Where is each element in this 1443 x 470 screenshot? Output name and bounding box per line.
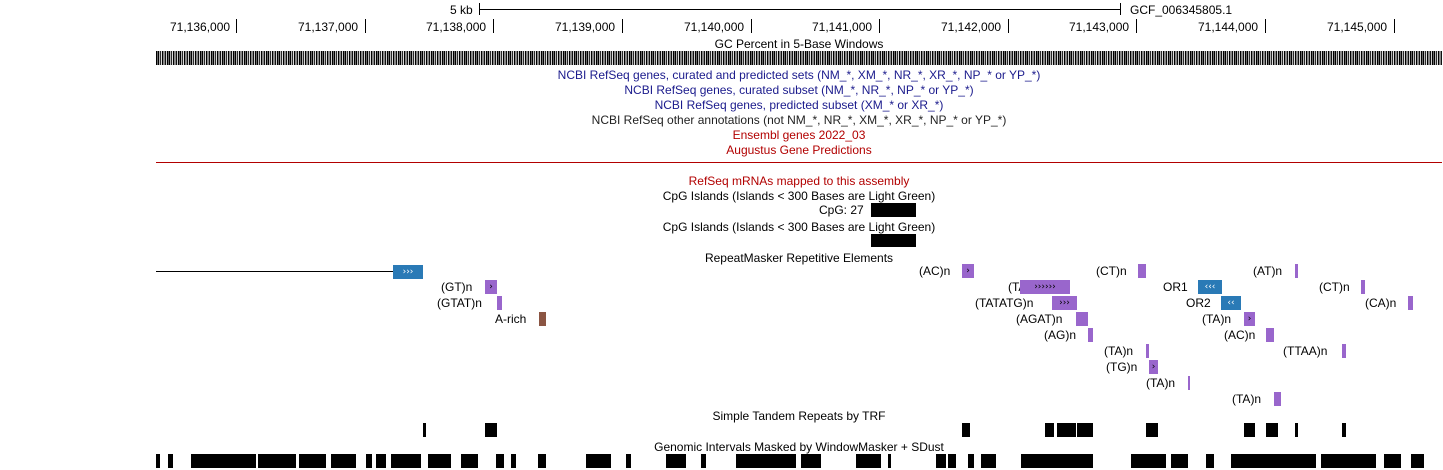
simple-repeat-element[interactable] [1274, 392, 1281, 406]
repeat-label: (CT)n [1319, 280, 1350, 294]
trf-repeat[interactable] [1045, 423, 1054, 437]
repeat-label: (CA)n [1365, 296, 1397, 310]
scale-bar [479, 9, 1121, 10]
cpg-item-label: CpG: 27 [819, 203, 864, 217]
simple-repeat-element[interactable] [1342, 344, 1346, 358]
repeat-extension-line [156, 271, 394, 272]
simple-repeat-element[interactable]: › [1149, 360, 1158, 374]
refseq-other-track-title[interactable]: NCBI RefSeq other annotations (not NM_*,… [591, 113, 1007, 127]
simple-repeat-element[interactable] [497, 296, 502, 310]
windowmasker-features[interactable] [156, 454, 1442, 468]
ruler-tick [1136, 19, 1137, 33]
repeat-label: (AC)n [1224, 328, 1256, 342]
refseq-mrna-track-title[interactable]: RefSeq mRNAs mapped to this assembly [688, 174, 910, 188]
ruler-tick [622, 19, 623, 33]
ruler-tick [751, 19, 752, 33]
ruler-tick [1394, 19, 1395, 33]
ruler-tick-label: 71,141,000 [812, 20, 873, 34]
cpg-track-title-2[interactable]: CpG Islands (Islands < 300 Bases are Lig… [662, 220, 936, 234]
trf-repeat[interactable] [1295, 423, 1298, 437]
repeat-label: (CT)n [1096, 264, 1127, 278]
assembly-label: GCF_006345805.1 [1130, 3, 1233, 17]
windowmasker-track-title[interactable]: Genomic Intervals Masked by WindowMasker… [654, 440, 944, 454]
trf-repeat[interactable] [1244, 423, 1255, 437]
trf-repeat[interactable] [1342, 423, 1346, 437]
simple-repeat-element[interactable] [1088, 328, 1093, 342]
simple-repeat-element[interactable] [1408, 296, 1413, 310]
refseq-curated-track-title[interactable]: NCBI RefSeq genes, curated subset (NM_*,… [624, 83, 974, 97]
repeat-label: (TA)n [1232, 392, 1262, 406]
trf-repeat[interactable] [485, 423, 497, 437]
trf-repeat[interactable] [962, 423, 970, 437]
refseq-all-track-title[interactable]: NCBI RefSeq genes, curated and predicted… [557, 68, 1041, 82]
ruler-tick [879, 19, 880, 33]
simple-repeat-element[interactable] [1188, 376, 1190, 390]
low-complexity-element[interactable] [539, 312, 546, 326]
repeat-label: (AG)n [1044, 328, 1077, 342]
scale-bar-right-tick [1120, 3, 1121, 15]
ruler-tick [1008, 19, 1009, 33]
ruler-tick [365, 19, 366, 33]
simple-repeat-element[interactable] [1266, 328, 1274, 342]
augustus-separator-line [156, 162, 1442, 163]
repeat-label: (TA)n [1146, 376, 1176, 390]
gc-percent-track-title[interactable]: GC Percent in 5-Base Windows [714, 37, 884, 51]
ruler-tick-label: 71,145,000 [1327, 20, 1388, 34]
trf-repeat[interactable] [1266, 423, 1278, 437]
cpg-track-title[interactable]: CpG Islands (Islands < 300 Bases are Lig… [662, 189, 936, 203]
repeat-label: (AGAT)n [1016, 312, 1063, 326]
repeat-label: OR2 [1186, 296, 1211, 310]
trf-repeat[interactable] [423, 423, 426, 437]
repeat-label: OR1 [1163, 280, 1188, 294]
simple-repeat-element[interactable]: › [1244, 312, 1255, 326]
trf-repeat[interactable] [1146, 423, 1158, 437]
ruler-tick-label: 71,140,000 [684, 20, 745, 34]
ruler-tick-label: 71,136,000 [170, 20, 231, 34]
trf-repeat[interactable] [1077, 423, 1093, 437]
cpg-island-block-2[interactable] [871, 234, 916, 247]
gc-percent-wiggle[interactable] [156, 51, 1442, 65]
dna-repeat-element[interactable]: ››› [393, 265, 423, 279]
dna-repeat-element[interactable]: ‹‹ [1221, 296, 1241, 310]
ruler-tick-label: 71,137,000 [298, 20, 359, 34]
repeat-label: (TATATG)n [975, 296, 1034, 310]
dna-repeat-element[interactable]: ‹‹‹ [1198, 280, 1222, 294]
repeat-label: (TG)n [1106, 360, 1138, 374]
simple-repeat-element[interactable]: › [485, 280, 497, 294]
ruler-tick [493, 19, 494, 33]
ruler-tick-label: 71,138,000 [426, 20, 487, 34]
repeat-label: (TTAA)n [1283, 344, 1328, 358]
ruler-tick-label: 71,139,000 [555, 20, 616, 34]
repeat-label: (AT)n [1253, 264, 1283, 278]
trf-repeat[interactable] [1057, 423, 1076, 437]
simple-repeat-element[interactable] [1138, 264, 1146, 278]
ruler-tick [1265, 19, 1266, 33]
repeat-label: (TA)n [1202, 312, 1232, 326]
simple-repeat-element[interactable] [1361, 280, 1365, 294]
ruler-tick [236, 19, 237, 33]
trf-track-title[interactable]: Simple Tandem Repeats by TRF [712, 409, 886, 423]
simple-repeat-element[interactable]: ››› [1052, 296, 1077, 310]
simple-repeat-element[interactable] [1146, 344, 1149, 358]
repeat-label: (AC)n [919, 264, 951, 278]
repeat-label: (TA)n [1104, 344, 1134, 358]
ensembl-track-title[interactable]: Ensembl genes 2022_03 [732, 128, 866, 142]
simple-repeat-element[interactable]: › [962, 264, 974, 278]
simple-repeat-element[interactable] [1295, 264, 1298, 278]
cpg-island-block[interactable] [871, 203, 916, 217]
ruler-tick-label: 71,144,000 [1198, 20, 1259, 34]
ruler-tick-label: 71,143,000 [1069, 20, 1130, 34]
repeat-label: (GTAT)n [437, 296, 482, 310]
repeatmasker-track-title[interactable]: RepeatMasker Repetitive Elements [704, 251, 894, 265]
simple-repeat-element[interactable] [1076, 312, 1088, 326]
refseq-predicted-track-title[interactable]: NCBI RefSeq genes, predicted subset (XM_… [654, 98, 944, 112]
repeat-label: (GT)n [441, 280, 473, 294]
simple-repeat-element[interactable]: ›››››› [1020, 280, 1070, 294]
augustus-track-title[interactable]: Augustus Gene Predictions [726, 143, 872, 157]
ruler-tick-label: 71,142,000 [941, 20, 1002, 34]
repeat-label: A-rich [495, 312, 527, 326]
scale-label: 5 kb [450, 3, 473, 17]
